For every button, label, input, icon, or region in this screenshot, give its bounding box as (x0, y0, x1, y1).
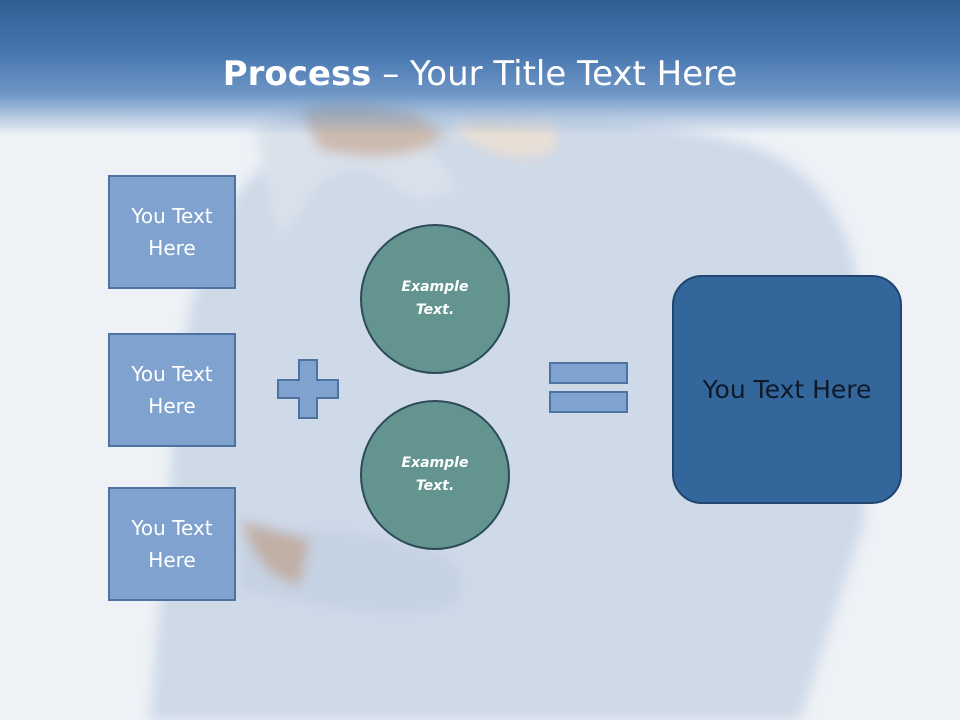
result-label: You Text Here (702, 374, 872, 404)
input-box-3[interactable]: You Text Here (108, 487, 236, 601)
title-bold: Process (222, 54, 372, 94)
title-band (0, 0, 960, 135)
result-box[interactable]: You Text Here (672, 275, 902, 504)
input-box-2[interactable]: You Text Here (108, 333, 236, 447)
input-box-label: You Text Here (131, 516, 213, 572)
title-rest: – Your Title Text Here (371, 54, 738, 94)
operand-label: Example Text. (401, 279, 469, 318)
equals-icon (549, 362, 628, 413)
operand-circle-2[interactable]: Example Text. (360, 400, 510, 550)
input-box-1[interactable]: You Text Here (108, 175, 236, 289)
operand-circle-1[interactable]: Example Text. (360, 224, 510, 374)
plus-icon (277, 359, 339, 419)
slide-title: Process – Your Title Text Here (0, 52, 960, 96)
input-box-label: You Text Here (131, 204, 213, 260)
input-box-label: You Text Here (131, 362, 213, 418)
operand-label: Example Text. (401, 455, 469, 494)
